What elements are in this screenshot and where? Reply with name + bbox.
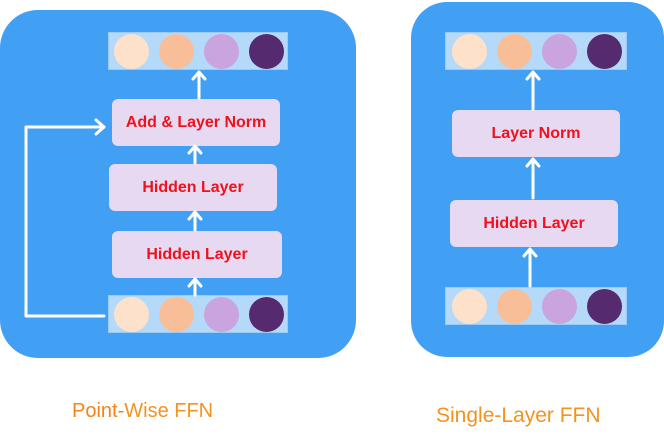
point-wise-ffn-caption: Point-Wise FFN	[72, 400, 214, 422]
vector-dot	[249, 33, 284, 69]
vector-dot	[587, 33, 622, 69]
left-input-vector	[108, 295, 288, 333]
right-output-vector	[445, 32, 627, 70]
vector-dot	[542, 33, 577, 69]
vector-dot	[114, 296, 149, 332]
vector-dot	[542, 288, 577, 324]
vector-dot	[452, 33, 487, 69]
vector-dot	[497, 33, 532, 69]
vector-dot	[159, 296, 194, 332]
vector-dot	[587, 288, 622, 324]
hidden-layer-bottom-box: Hidden Layer	[112, 231, 282, 278]
vector-dot	[159, 33, 194, 69]
vector-dot	[204, 33, 239, 69]
single-layer-ffn-caption: Single-Layer FFN	[436, 404, 601, 427]
hidden-layer-box: Hidden Layer	[450, 200, 618, 247]
left-output-vector	[108, 32, 288, 70]
vector-dot	[249, 296, 284, 332]
right-input-vector	[445, 287, 627, 325]
vector-dot	[452, 288, 487, 324]
add-layer-norm-box: Add & Layer Norm	[112, 99, 280, 146]
vector-dot	[114, 33, 149, 69]
vector-dot	[204, 296, 239, 332]
layer-norm-box: Layer Norm	[452, 110, 620, 157]
vector-dot	[497, 288, 532, 324]
hidden-layer-top-box: Hidden Layer	[109, 164, 277, 211]
